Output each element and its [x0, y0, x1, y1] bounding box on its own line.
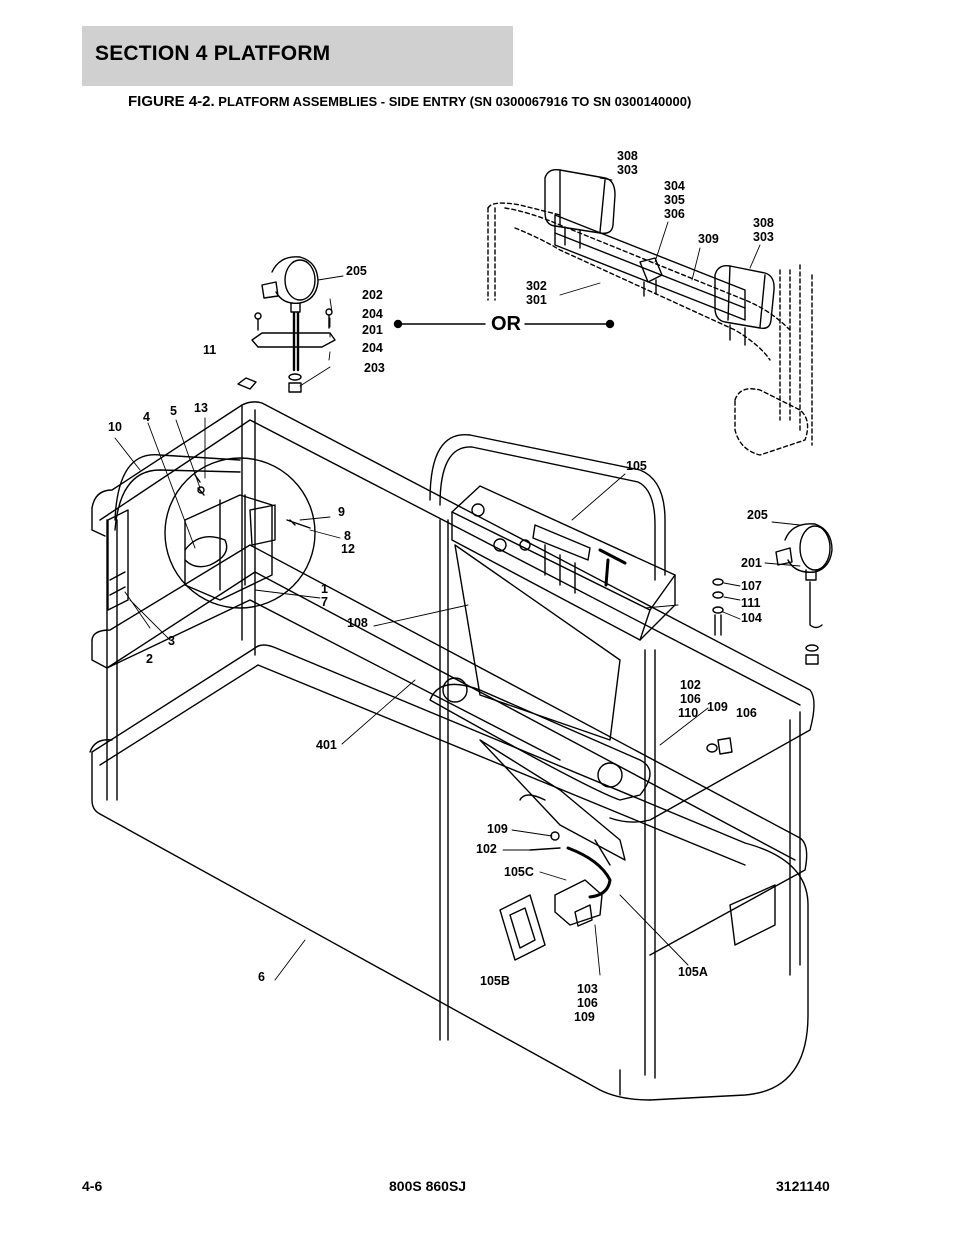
- callout-306: 306: [664, 207, 685, 221]
- callout-205: 205: [346, 264, 367, 278]
- callout-10: 10: [108, 420, 122, 434]
- callout-2: 2: [146, 652, 153, 666]
- footer-page-number: 4-6: [82, 1178, 103, 1194]
- callout-11: 11: [203, 343, 217, 357]
- callout-204: 204: [362, 307, 383, 321]
- callout-5: 5: [170, 404, 177, 418]
- callout-104: 104: [741, 611, 762, 625]
- callout-205: 205: [747, 508, 768, 522]
- right-worklight: [706, 521, 833, 755]
- callout-106: 106: [680, 692, 701, 706]
- gate-latch-detail: [114, 417, 341, 609]
- callout-106: 106: [736, 706, 757, 720]
- section-banner: SECTION 4 PLATFORM: [82, 26, 513, 86]
- callout-103: 103: [577, 982, 598, 996]
- callout-12: 12: [341, 542, 355, 556]
- callout-7: 7: [321, 595, 328, 609]
- callout-201: 201: [741, 556, 762, 570]
- callout-4: 4: [143, 410, 150, 424]
- callout-304: 304: [664, 179, 685, 193]
- control-console: [341, 434, 709, 976]
- footer-model: 800S 860SJ: [389, 1178, 467, 1194]
- callout-204: 204: [362, 341, 383, 355]
- callout-105: 105: [626, 459, 647, 473]
- callout-401: 401: [316, 738, 337, 752]
- callout-3: 3: [168, 634, 175, 648]
- callout-106: 106: [577, 996, 598, 1010]
- worklight-stack: [237, 256, 344, 393]
- or-connector: [393, 319, 615, 329]
- platform-basket: [89, 401, 815, 1101]
- figure-caption: PLATFORM ASSEMBLIES - SIDE ENTRY (SN 030…: [214, 94, 692, 109]
- footer-part-number: 3121140: [776, 1178, 830, 1194]
- callout-301: 301: [526, 293, 547, 307]
- callout-109: 109: [707, 700, 728, 714]
- callout-105a: 105A: [678, 965, 708, 979]
- callout-308: 308: [617, 149, 638, 163]
- callout-203: 203: [364, 361, 385, 375]
- callout-102: 102: [680, 678, 701, 692]
- callout-105c: 105C: [504, 865, 534, 879]
- callout-202: 202: [362, 288, 383, 302]
- callout-308: 308: [753, 216, 774, 230]
- callout-107: 107: [741, 579, 762, 593]
- callout-109: 109: [487, 822, 508, 836]
- callout-108: 108: [347, 616, 368, 630]
- figure-title: FIGURE 4-2. PLATFORM ASSEMBLIES - SIDE E…: [128, 93, 691, 111]
- callout-13: 13: [194, 401, 208, 415]
- callout-6: 6: [258, 970, 265, 984]
- callout-110: 110: [678, 706, 699, 720]
- callout-105b: 105B: [480, 974, 510, 988]
- callout-109: 109: [574, 1010, 595, 1024]
- callout-9: 9: [338, 505, 345, 519]
- figure-label: FIGURE 4-2.: [128, 93, 215, 110]
- callout-102: 102: [476, 842, 497, 856]
- light-bar-assembly: [487, 168, 813, 456]
- callout-303: 303: [617, 163, 638, 177]
- callout-1: 1: [321, 582, 328, 596]
- or-label: OR: [491, 313, 521, 335]
- callout-111: 111: [741, 596, 761, 610]
- callout-302: 302: [526, 279, 547, 293]
- callout-305: 305: [664, 193, 685, 207]
- callout-309: 309: [698, 232, 719, 246]
- callout-8: 8: [344, 529, 351, 543]
- callout-201: 201: [362, 323, 383, 337]
- section-title: SECTION 4 PLATFORM: [95, 42, 331, 65]
- callout-303: 303: [753, 230, 774, 244]
